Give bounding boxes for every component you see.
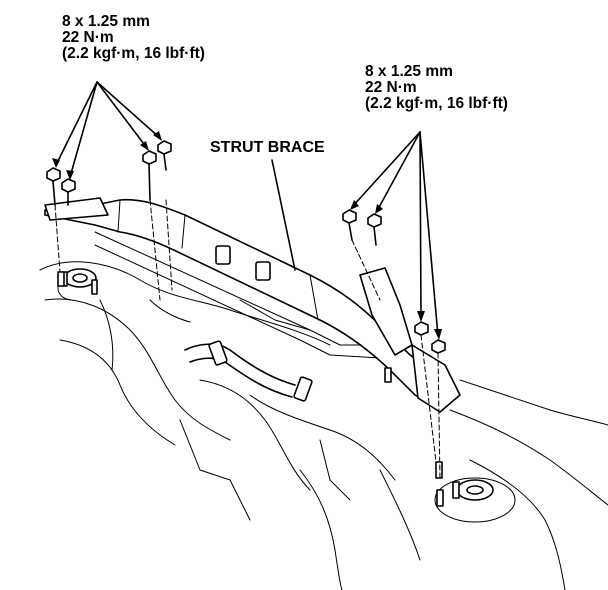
flange-bolt-icon: [46, 167, 61, 206]
engine-bay-background: [39, 261, 608, 590]
leader-arrows-left: [52, 81, 162, 180]
flange-bolt-icon: [157, 140, 172, 171]
flange-bolt-icon: [431, 339, 446, 354]
coolant-hose: [184, 340, 313, 402]
right-strut-mount: [434, 477, 516, 523]
stud-icon: [57, 271, 444, 507]
bolt-size-label: 8 x 1.25 mm: [62, 13, 150, 30]
torque-value-label: 22 N·m: [365, 79, 417, 96]
torque-spec-left: 8 x 1.25 mm 22 N·m (2.2 kgf·m, 16 lbf·ft…: [62, 14, 205, 62]
torque-spec-right: 8 x 1.25 mm 22 N·m (2.2 kgf·m, 16 lbf·ft…: [365, 64, 508, 112]
flange-bolt-icon: [342, 209, 357, 241]
leader-arrows-right: [350, 131, 442, 340]
bolts: [46, 140, 446, 507]
flange-bolt-icon: [367, 213, 382, 246]
flange-bolt-icon: [414, 321, 429, 336]
torque-value-label: 22 N·m: [62, 29, 114, 46]
bolt-size-label: 8 x 1.25 mm: [365, 63, 453, 80]
torque-conversion-label: (2.2 kgf·m, 16 lbf·ft): [365, 95, 508, 112]
torque-conversion-label: (2.2 kgf·m, 16 lbf·ft): [62, 45, 205, 62]
strut-brace-leader: [271, 159, 296, 271]
strut-brace-label: STRUT BRACE: [210, 139, 325, 156]
flange-bolt-icon: [142, 150, 157, 201]
flange-bolt-icon: [61, 178, 76, 206]
alignment-lines: [54, 199, 441, 481]
